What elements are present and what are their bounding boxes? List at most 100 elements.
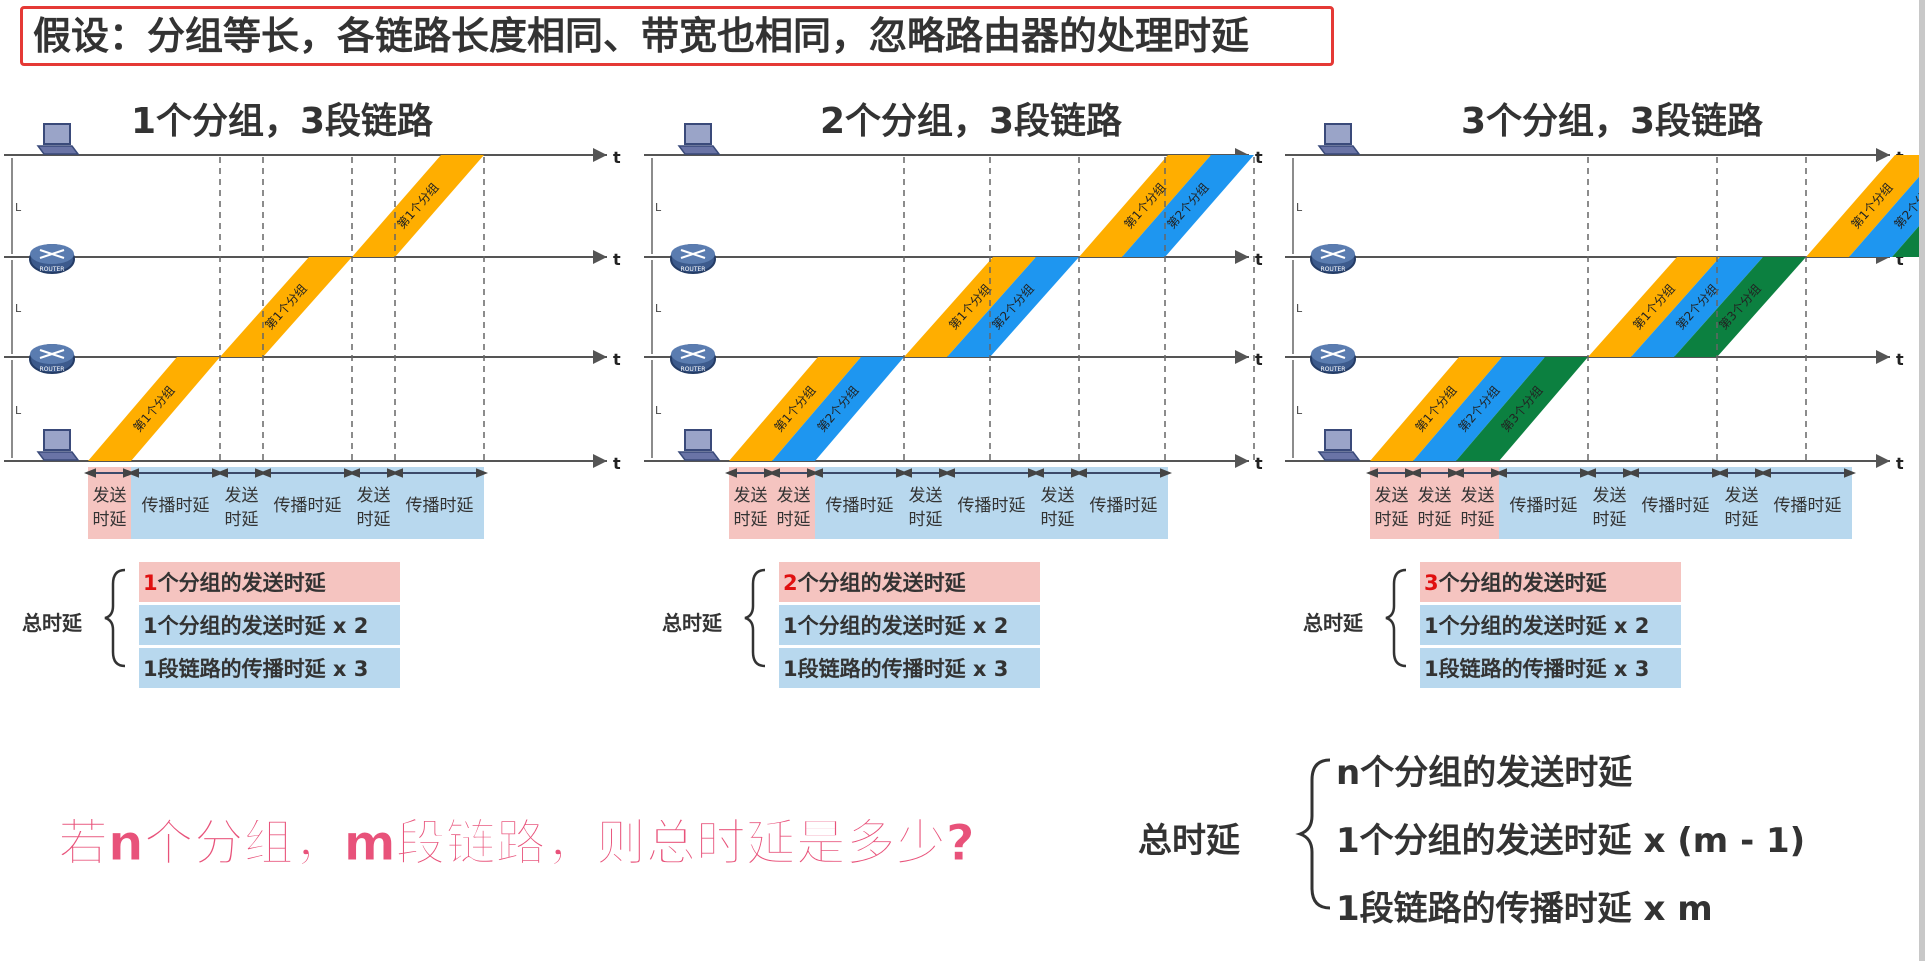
prop-delay-box	[131, 467, 220, 539]
send-delay-box	[1456, 467, 1499, 539]
axis-t-label: t	[1896, 454, 1904, 473]
send-delay-label: 发送	[1375, 486, 1409, 506]
laptop-base	[1317, 451, 1361, 461]
send-delay-label: 时延	[1461, 510, 1495, 530]
total-delay-label: 总时延	[662, 611, 723, 635]
panel-3: 3个分组，3段链路ttttLLLROUTERROUTER第1个分组第1个分组第1…	[1285, 101, 1925, 688]
send-delay-label: 时延	[357, 510, 391, 530]
formula-term: 1个分组的发送时延	[143, 571, 327, 595]
link-length-label: L	[15, 404, 22, 417]
link-length-label: L	[1296, 302, 1303, 315]
link-length-label: L	[655, 201, 662, 214]
send-delay-label: 发送	[1593, 486, 1627, 506]
packet-1-link-2	[904, 257, 1036, 357]
packet-1-link-3	[1806, 155, 1925, 257]
send-delay-label: 时延	[1418, 510, 1452, 530]
laptop-screen	[684, 429, 712, 451]
formula-prop-box	[139, 648, 400, 688]
formula-prop-box	[779, 648, 1040, 688]
formula-send-box	[1420, 562, 1681, 602]
router-arrows	[39, 249, 65, 259]
general-term-1: n个分组的发送时延	[1336, 753, 1633, 793]
send-delay-box	[729, 467, 772, 539]
general-total-label: 总时延	[1138, 821, 1241, 861]
formula-count: 2	[783, 571, 798, 595]
axis-t-label: t	[613, 454, 621, 473]
general-term-2: 1个分组的发送时延 x (m - 1)	[1336, 821, 1805, 861]
window-edge	[1919, 0, 1925, 961]
router-icon: ROUTER	[29, 244, 75, 274]
axis-t-label: t	[1255, 454, 1263, 473]
packet-1-link-2	[1588, 257, 1720, 357]
laptop-screen	[43, 123, 71, 145]
question-text: 若n个分组，m段链路，则总时延是多少?	[58, 814, 975, 872]
prop-delay-box	[1499, 467, 1588, 539]
router-icon: ROUTER	[1310, 244, 1356, 274]
prop-delay-box	[1079, 467, 1168, 539]
prop-delay-box	[815, 467, 904, 539]
send-delay-label: 发送	[1418, 486, 1452, 506]
router-label: ROUTER	[40, 366, 65, 373]
axis-t-label: t	[613, 350, 621, 369]
send-delay-label: 时延	[225, 510, 259, 530]
axis-t-label: t	[613, 250, 621, 269]
formula-text: 1段链路的传播时延 x 3	[1424, 657, 1649, 681]
router-label: ROUTER	[681, 266, 706, 273]
prop-delay-label: 传播时延	[958, 496, 1026, 516]
send-delay-box	[352, 467, 395, 539]
destination-host-icon	[677, 123, 721, 155]
send-delay-label: 发送	[93, 486, 127, 506]
router-label: ROUTER	[681, 366, 706, 373]
send-delay-label: 发送	[1461, 486, 1495, 506]
brace	[1385, 568, 1407, 668]
panel-title: 3个分组，3段链路	[1461, 101, 1764, 142]
formula-prop-box	[1420, 648, 1681, 688]
link-length-label: L	[1296, 404, 1303, 417]
send-delay-box	[1370, 467, 1413, 539]
total-delay-label: 总时延	[1303, 611, 1364, 635]
destination-host-icon	[36, 123, 80, 155]
total-delay-label: 总时延	[22, 611, 83, 635]
brace	[744, 568, 766, 668]
link-length-label: L	[1296, 201, 1303, 214]
send-delay-label: 发送	[777, 486, 811, 506]
formula-term: 1段链路的传播时延 x 3	[143, 657, 368, 681]
send-delay-box	[1036, 467, 1079, 539]
axis-t-label: t	[1896, 250, 1904, 269]
formula-term: 1个分组的发送时延 x 2	[1424, 614, 1649, 638]
destination-host-icon	[1317, 123, 1361, 155]
router-icon: ROUTER	[29, 344, 75, 374]
formula-text: 1个分组的发送时延 x 2	[143, 614, 368, 638]
axis-t-label: t	[1896, 350, 1904, 369]
formula-prop-box	[779, 605, 1040, 645]
formula-term: 2个分组的发送时延	[783, 571, 967, 595]
prop-delay-label: 传播时延	[274, 496, 342, 516]
laptop-base	[36, 145, 80, 155]
router-arrows	[39, 349, 65, 359]
send-delay-label: 时延	[734, 510, 768, 530]
link-length-label: L	[15, 302, 22, 315]
formula-term: 1个分组的发送时延 x 2	[783, 614, 1008, 638]
packet-2-link-3	[1122, 155, 1254, 257]
router-arrows	[680, 249, 706, 259]
packet-1-link-3	[352, 155, 484, 257]
prop-delay-box	[1763, 467, 1852, 539]
formula-count: 3	[1424, 571, 1439, 595]
formula-term: 1段链路的传播时延 x 3	[1424, 657, 1649, 681]
packet-1-link-1	[88, 357, 220, 461]
source-host-icon	[1317, 429, 1361, 461]
formula-send-box	[779, 562, 1040, 602]
send-delay-box	[772, 467, 815, 539]
laptop-base	[677, 451, 721, 461]
send-delay-label: 发送	[1725, 486, 1759, 506]
formula-prop-box	[139, 605, 400, 645]
formula-term: 1个分组的发送时延 x 2	[143, 614, 368, 638]
send-delay-label: 发送	[734, 486, 768, 506]
general-term-3: 1段链路的传播时延 x m	[1336, 889, 1713, 929]
laptop-screen	[684, 123, 712, 145]
packet-1-link-3	[1079, 155, 1211, 257]
send-delay-label: 时延	[777, 510, 811, 530]
router-icon: ROUTER	[670, 344, 716, 374]
prop-delay-label: 传播时延	[406, 496, 474, 516]
